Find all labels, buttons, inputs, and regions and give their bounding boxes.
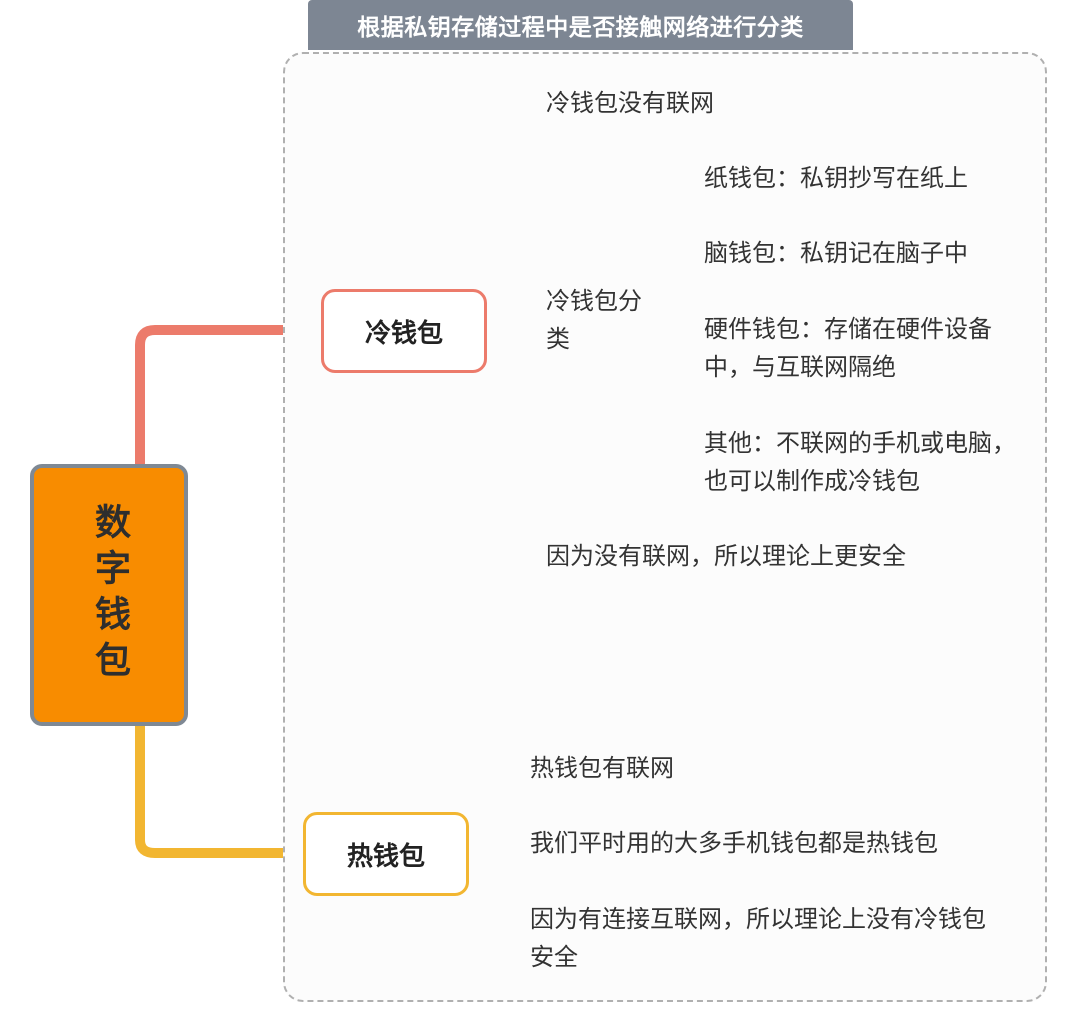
classification-title: 根据私钥存储过程中是否接触网络进行分类	[308, 0, 853, 50]
hot-item-less-secure[interactable]: 因为有连接互联网，所以理论上没有冷钱包安全	[530, 905, 986, 971]
root-node-label: 数字钱包	[89, 503, 130, 687]
cold-item-categories[interactable]: 冷钱包分类	[546, 287, 642, 353]
subcat-paper-wallet[interactable]: 纸钱包：私钥抄写在纸上	[704, 164, 968, 192]
hot-item-mobile-wallets[interactable]: 我们平时用的大多手机钱包都是热钱包	[530, 829, 938, 857]
branch-node-hot-label: 热钱包	[346, 841, 425, 872]
root-node-digital-wallet[interactable]: 数字钱包	[30, 464, 188, 726]
subcat-hardware-wallet[interactable]: 硬件钱包：存储在硬件设备中，与互联网隔绝	[704, 315, 992, 381]
branch-node-cold-wallet[interactable]: 冷钱包	[321, 289, 487, 373]
subcat-other-wallet[interactable]: 其他：不联网的手机或电脑，也可以制作成冷钱包	[704, 429, 1016, 495]
cold-item-not-connected[interactable]: 冷钱包没有联网	[546, 89, 714, 117]
branch-node-hot-wallet[interactable]: 热钱包	[303, 812, 469, 896]
root-to-hot-connector	[135, 721, 308, 858]
branch-node-cold-label: 冷钱包	[364, 318, 443, 349]
subcat-brain-wallet[interactable]: 脑钱包：私钥记在脑子中	[704, 239, 968, 267]
hot-item-connected[interactable]: 热钱包有联网	[530, 754, 674, 782]
cold-item-safer[interactable]: 因为没有联网，所以理论上更安全	[546, 542, 906, 570]
